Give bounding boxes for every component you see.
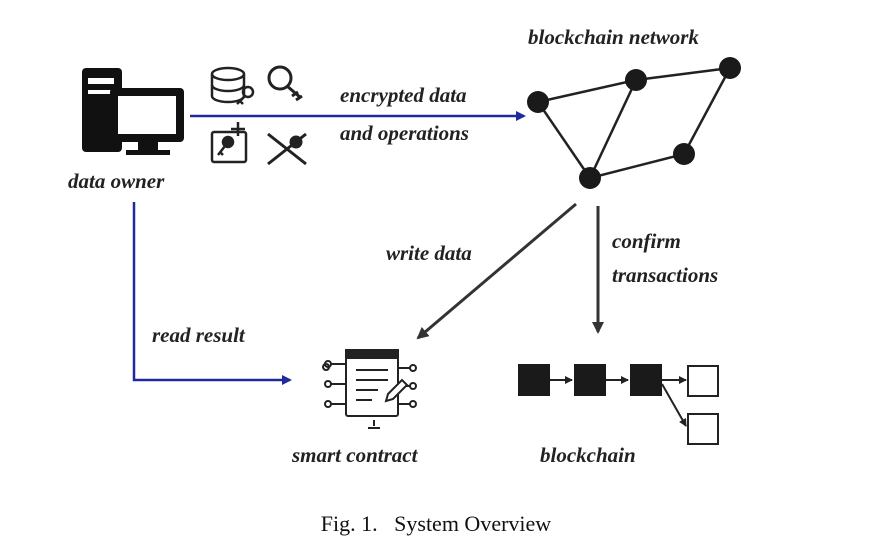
encrypted-data-label-2: and operations xyxy=(340,121,469,145)
computer-icon xyxy=(82,68,184,155)
pending-block xyxy=(687,413,719,445)
revoke-key-icon xyxy=(267,132,307,166)
write-data-arrow xyxy=(416,202,577,340)
block xyxy=(630,364,662,396)
read-result-label: read result xyxy=(152,323,246,347)
smart-contract-label: smart contract xyxy=(291,443,419,467)
network-node xyxy=(625,69,647,91)
network-edges xyxy=(536,66,732,180)
database-key-icon xyxy=(210,66,255,105)
write-data-label: write data xyxy=(386,241,472,265)
blockchain-network-label: blockchain network xyxy=(528,25,699,49)
block xyxy=(518,364,550,396)
network-node xyxy=(527,91,549,113)
network-node xyxy=(579,167,601,189)
add-key-icon xyxy=(210,122,248,164)
read-result-arrow xyxy=(132,202,292,385)
block xyxy=(574,364,606,396)
confirm-label-1: confirm xyxy=(612,229,681,253)
confirm-label-2: transactions xyxy=(612,263,718,287)
magnifier-key-icon xyxy=(267,65,303,102)
figure-caption: Fig. 1. System Overview xyxy=(321,511,551,536)
network-node xyxy=(673,143,695,165)
network-node xyxy=(719,57,741,79)
blockchain-chain xyxy=(518,364,719,445)
pending-block xyxy=(687,365,719,397)
contract-chip-icon xyxy=(322,349,417,429)
encrypted-data-label-1: encrypted data xyxy=(340,83,467,107)
blockchain-label: blockchain xyxy=(540,443,636,467)
data-owner-label: data owner xyxy=(68,169,165,193)
